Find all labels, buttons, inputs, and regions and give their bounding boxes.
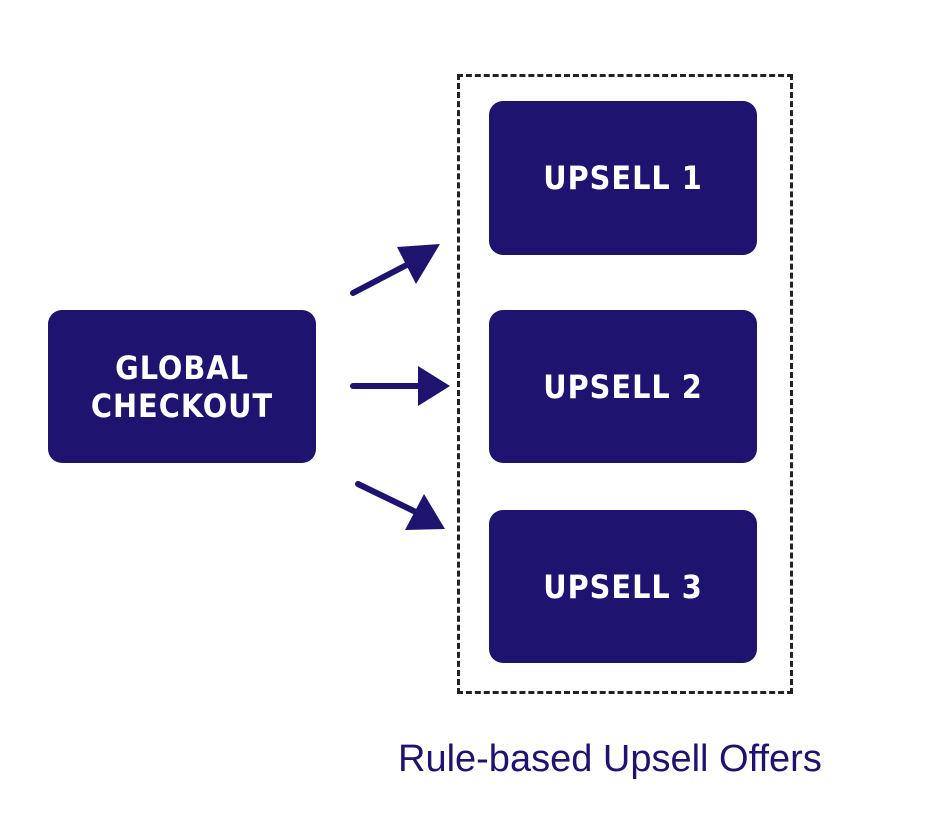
- upsell-label-1: UPSELL 1: [543, 159, 703, 197]
- upsell-label-2: UPSELL 2: [543, 367, 703, 406]
- arrow-to-upsell-3: [355, 481, 445, 530]
- upsell-label-3: UPSELL 3: [543, 567, 703, 606]
- upsell-group-box: [457, 74, 793, 694]
- arrow-to-upsell-1: [350, 244, 440, 296]
- global-checkout-node: GLOBAL CHECKOUT: [48, 310, 316, 463]
- upsell-node-2: UPSELL 2: [489, 310, 757, 463]
- upsell-node-3: UPSELL 3: [489, 510, 757, 663]
- group-caption: Rule-based Upsell Offers: [398, 738, 822, 780]
- upsell-node-1: UPSELL 1: [489, 101, 757, 255]
- arrow-to-upsell-2: [350, 366, 450, 406]
- global-checkout-label: GLOBAL CHECKOUT: [90, 348, 274, 425]
